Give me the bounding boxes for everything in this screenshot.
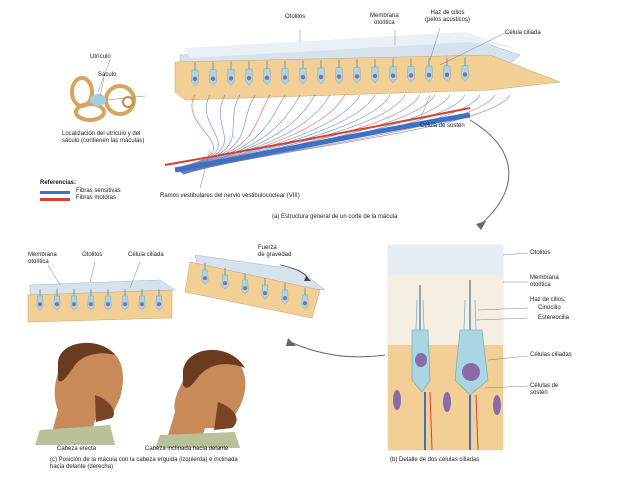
label-otolitos-detail: Otolitos bbox=[530, 250, 551, 256]
label-head-tilted: Cabeza inclinada hacia delante bbox=[145, 446, 229, 452]
label-celula-ciliada-left: Célula ciliada bbox=[128, 252, 164, 258]
label-celula-ciliada-top: Célula ciliada bbox=[505, 30, 541, 36]
macula-tilted bbox=[184, 254, 326, 319]
head-upright-icon bbox=[35, 342, 123, 445]
macula-upright bbox=[27, 279, 176, 323]
label-membrana-top: Membrana otolítica bbox=[370, 13, 399, 26]
label-utriculo: Utrículo bbox=[90, 54, 111, 60]
caption-c: (c) Posición de la mácula con la cabeza … bbox=[50, 457, 238, 470]
label-ramos: Ramos vestibulares del nervio vestibuloc… bbox=[160, 193, 300, 199]
label-celula-sosten-top: Célula de sostén bbox=[420, 123, 465, 129]
hair-cell-detail bbox=[387, 244, 529, 451]
label-localizacion: Localización del utrículo y del sáculo (… bbox=[62, 131, 145, 144]
label-head-upright: Cabeza erecta bbox=[57, 446, 97, 452]
caption-b: (b) Detalle de dos células ciliadas bbox=[390, 457, 480, 463]
legend-label-sensory: Fibras sensitivas bbox=[76, 188, 121, 194]
arrow-detail-to-left bbox=[289, 341, 386, 358]
label-celulas-ciliadas: Células ciliadas bbox=[530, 352, 572, 358]
legend-swatch-motor bbox=[40, 198, 70, 201]
label-fuerza: Fuerza de gravedad bbox=[258, 245, 292, 258]
label-haz-top: Haz de cilios (pelos acústicos) bbox=[425, 10, 471, 23]
label-estereocilia: Estereocilia bbox=[538, 315, 570, 321]
arrow-top-to-detail bbox=[469, 119, 510, 226]
legend-title: Referencias: bbox=[40, 180, 77, 186]
legend-label-motor: Fibras motoras bbox=[76, 195, 117, 201]
label-celulas-sosten: Células de sostén bbox=[530, 383, 559, 396]
label-haz-detail: Haz de cilios: bbox=[530, 297, 566, 303]
head-tilted-icon bbox=[155, 349, 246, 448]
label-otolitos-left: Otolitos bbox=[82, 252, 103, 258]
label-otolitos-top: Otolitos bbox=[285, 14, 306, 20]
label-saculo: Sáculo bbox=[98, 72, 117, 78]
label-membrana-left: Membrana otolítica bbox=[28, 252, 57, 265]
caption-a: (a) Estructura general de un corte de la… bbox=[272, 214, 398, 220]
nerve-fibers bbox=[164, 94, 511, 175]
macula-section-top bbox=[174, 32, 561, 101]
label-cinocilio: Cinocilio bbox=[538, 305, 561, 311]
inner-ear-icon bbox=[70, 76, 146, 122]
label-membrana-detail: Membrana otolítica bbox=[530, 275, 559, 288]
legend-swatch-sensory bbox=[40, 191, 70, 194]
